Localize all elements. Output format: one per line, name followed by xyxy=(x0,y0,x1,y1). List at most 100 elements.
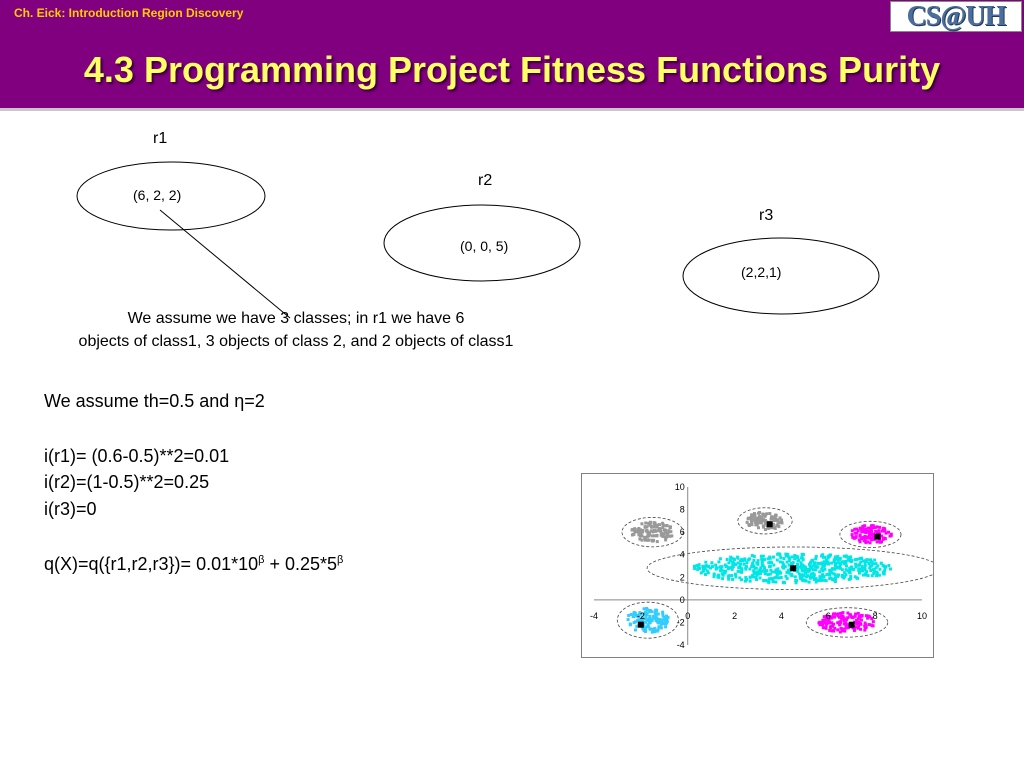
data-point xyxy=(875,571,879,575)
data-point xyxy=(763,572,767,576)
data-point xyxy=(805,575,809,579)
y-tick-label: 4 xyxy=(680,550,685,560)
data-point xyxy=(833,626,837,630)
data-point xyxy=(667,529,671,533)
data-point xyxy=(653,529,657,533)
data-point xyxy=(879,561,883,565)
data-point xyxy=(715,566,719,570)
data-point xyxy=(860,565,864,569)
data-point xyxy=(738,566,742,570)
data-point xyxy=(777,576,781,580)
region-r1-ellipse xyxy=(76,161,266,231)
logo-text: CS@UH xyxy=(906,1,1007,32)
data-point xyxy=(884,565,888,569)
data-point xyxy=(734,575,738,579)
data-point xyxy=(632,615,636,619)
data-point xyxy=(742,562,746,566)
data-point xyxy=(842,562,846,566)
data-point xyxy=(774,575,778,579)
data-point xyxy=(844,623,848,627)
data-point xyxy=(647,538,651,542)
data-point xyxy=(763,528,767,532)
data-point xyxy=(762,519,766,523)
data-point xyxy=(776,552,780,556)
data-point xyxy=(852,627,856,631)
centroid-marker xyxy=(848,621,855,628)
data-point xyxy=(797,558,801,562)
data-point xyxy=(727,577,731,581)
data-point xyxy=(696,567,700,571)
data-point xyxy=(637,615,641,619)
course-label: Ch. Eick: Introduction Region Discovery xyxy=(14,6,244,20)
data-point xyxy=(750,564,754,568)
centroid-marker xyxy=(874,533,881,540)
data-point xyxy=(798,575,802,579)
data-point xyxy=(818,620,822,624)
data-point xyxy=(736,561,740,565)
data-point xyxy=(752,558,756,562)
data-point xyxy=(640,530,644,534)
data-point xyxy=(725,557,729,561)
data-point xyxy=(862,573,866,577)
data-point xyxy=(796,567,800,571)
data-point xyxy=(848,566,852,570)
data-point xyxy=(833,573,837,577)
region-r2-label: r2 xyxy=(478,172,493,189)
data-point xyxy=(779,556,783,560)
data-point xyxy=(751,561,755,565)
data-point xyxy=(809,566,813,570)
data-point xyxy=(870,532,874,536)
y-tick-label: -2 xyxy=(677,617,685,627)
data-point xyxy=(847,577,851,581)
data-point xyxy=(771,580,775,584)
data-point xyxy=(821,618,825,622)
data-point xyxy=(664,617,668,621)
data-point xyxy=(859,618,863,622)
data-point xyxy=(646,618,650,622)
data-point xyxy=(764,521,768,525)
data-point xyxy=(650,534,654,538)
data-point xyxy=(766,526,770,530)
data-point xyxy=(697,563,701,567)
data-point xyxy=(648,627,652,631)
data-point xyxy=(629,612,633,616)
data-point xyxy=(639,528,643,532)
data-point xyxy=(814,568,818,572)
data-point xyxy=(853,625,857,629)
data-point xyxy=(630,528,634,532)
data-point xyxy=(703,565,707,569)
data-point xyxy=(866,616,870,620)
data-point xyxy=(663,615,667,619)
data-point xyxy=(733,572,737,576)
data-point xyxy=(699,571,703,575)
data-point xyxy=(645,613,649,617)
data-point xyxy=(710,561,714,565)
data-point xyxy=(744,566,748,570)
data-point xyxy=(842,619,846,623)
data-point xyxy=(888,567,892,571)
data-point xyxy=(830,615,834,619)
data-point xyxy=(800,556,804,560)
data-point xyxy=(837,557,841,561)
data-point xyxy=(668,534,672,538)
data-point xyxy=(768,556,772,560)
data-point xyxy=(758,568,762,572)
data-point xyxy=(872,532,876,536)
data-point xyxy=(782,581,786,585)
data-point xyxy=(835,566,839,570)
data-point xyxy=(870,624,874,628)
data-point xyxy=(767,577,771,581)
assumption-line-1: We assume we have 3 classes; in r1 we ha… xyxy=(127,310,465,327)
data-point xyxy=(647,531,651,535)
data-point xyxy=(655,616,659,620)
data-point xyxy=(801,552,805,556)
data-point xyxy=(856,529,860,533)
formula-q-exp1: β xyxy=(258,554,265,566)
data-point xyxy=(644,625,648,629)
data-point xyxy=(798,565,802,569)
data-point xyxy=(770,526,774,530)
data-point xyxy=(880,540,884,544)
y-tick-label: 6 xyxy=(680,527,685,537)
data-point xyxy=(761,512,765,516)
